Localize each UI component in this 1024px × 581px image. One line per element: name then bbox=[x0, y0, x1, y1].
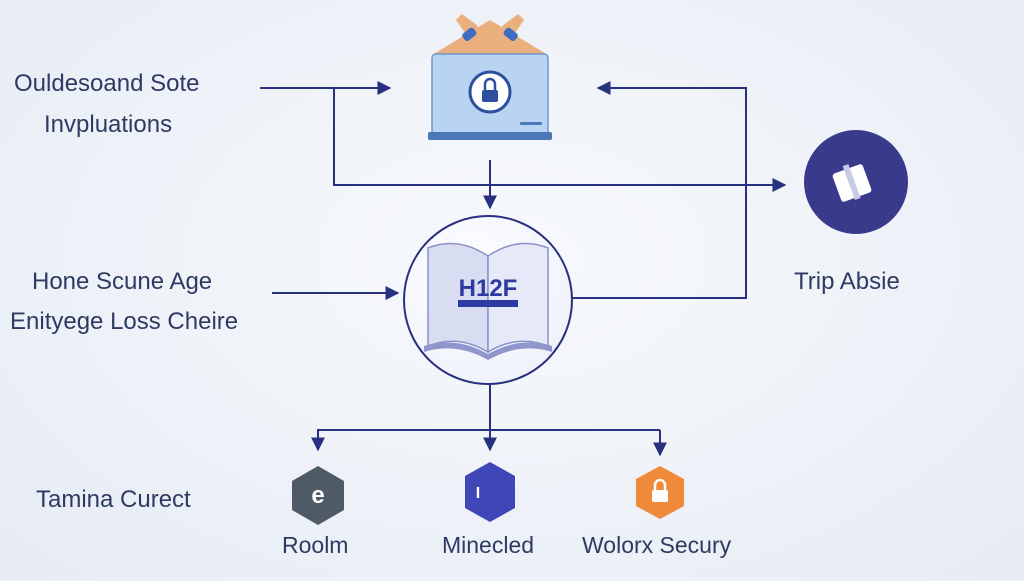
lock-shackle bbox=[483, 77, 497, 90]
hexagon-icon-orange bbox=[636, 466, 684, 519]
laptop-stripe bbox=[520, 122, 542, 125]
laptop-lid-back bbox=[432, 20, 548, 55]
orange-lock-shackle bbox=[653, 478, 667, 490]
connectors bbox=[260, 81, 787, 457]
hexagon-icon-indigo: I bbox=[465, 462, 515, 522]
book-text: H12F bbox=[459, 275, 518, 302]
label-top-left: Ouldesoand Sote Invpluations bbox=[14, 64, 199, 146]
cuff-left bbox=[462, 27, 477, 42]
label-top-left-line-2: Invpluations bbox=[44, 110, 173, 138]
book-text-bar bbox=[458, 300, 518, 307]
book-right-page bbox=[487, 242, 549, 354]
line-branch-to-right-icon bbox=[333, 88, 787, 192]
hexagon-glyph-indigo: I bbox=[476, 485, 480, 502]
icon-label-slate: Roolm bbox=[282, 532, 349, 558]
arrow-to-icon-slate bbox=[311, 429, 660, 452]
gift-circle-icon bbox=[804, 130, 908, 234]
label-right: Trip Absie bbox=[794, 268, 900, 295]
hexagon-icon-slate: e bbox=[292, 466, 344, 525]
book-node: H12F bbox=[403, 215, 573, 385]
label-mid-left: Hone Scune Age Enityege Loss Cheire bbox=[10, 262, 238, 341]
feedback-book-to-laptop bbox=[572, 81, 747, 299]
icon-label-indigo: Minecled bbox=[442, 532, 535, 558]
book-cover-edge bbox=[424, 342, 552, 360]
lock-body bbox=[482, 90, 498, 102]
laptop-illustration bbox=[428, 14, 552, 140]
label-bottom-left: Tamina Curect bbox=[36, 486, 191, 513]
cuff-right bbox=[503, 27, 518, 42]
label-mid-left-line-2: Enityege Loss Cheire bbox=[10, 307, 239, 335]
icon-label-orange: Wolorx Secury bbox=[582, 532, 732, 558]
laptop-base bbox=[428, 132, 552, 140]
hexagon-glyph-slate: e bbox=[311, 482, 324, 509]
label-mid-left-line-1: Hone Scune Age bbox=[32, 268, 213, 295]
orange-lock-body bbox=[652, 490, 668, 502]
label-top-left-line-1: Ouldesoand Sote bbox=[14, 70, 200, 97]
gift-ribbon bbox=[842, 164, 861, 201]
